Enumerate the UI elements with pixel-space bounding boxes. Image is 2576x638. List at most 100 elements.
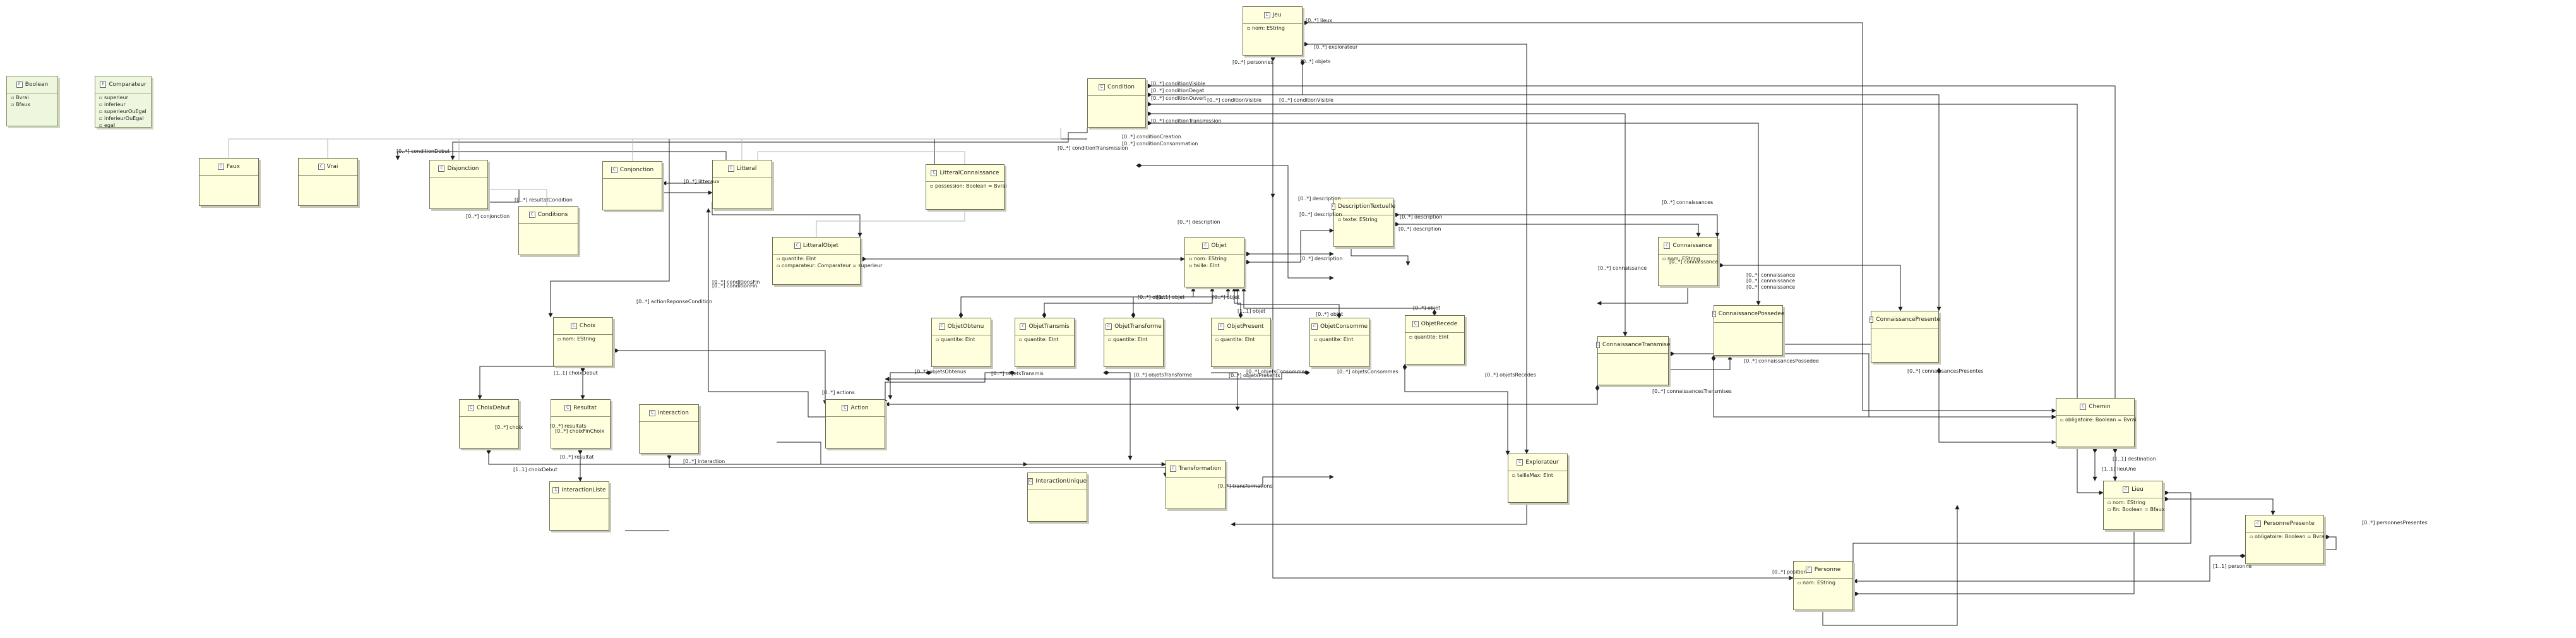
association-edge[interactable] — [1711, 355, 2056, 419]
association-edge[interactable] — [885, 385, 1600, 407]
generalization-edge[interactable] — [228, 128, 1061, 158]
role-label: [0..*] connaissance — [1746, 278, 1796, 284]
class-icon: C — [1712, 311, 1716, 317]
association-edge[interactable] — [395, 151, 727, 161]
association-edge[interactable] — [777, 442, 1028, 467]
association-edge[interactable] — [958, 287, 1196, 318]
association-edge[interactable] — [1103, 370, 1133, 460]
association-edge[interactable] — [1244, 228, 1334, 265]
association-edge[interactable] — [1241, 287, 1437, 316]
class-name: Jeu — [1272, 12, 1282, 18]
generalization-edge[interactable] — [488, 189, 547, 206]
association-edge[interactable] — [1393, 212, 1720, 238]
association-edge[interactable] — [1782, 328, 1901, 347]
association-edge[interactable] — [883, 370, 1015, 405]
association-edge[interactable] — [888, 370, 932, 400]
row-text: obligatoire: Boolean = Bvrai — [2254, 534, 2326, 539]
row-text: taille: EInt — [1193, 263, 1220, 268]
class-icon: C — [2123, 486, 2130, 493]
association-edge[interactable] — [1145, 121, 1761, 306]
association-edge[interactable] — [625, 503, 1527, 531]
generalization-edge[interactable] — [816, 210, 965, 237]
association-edge[interactable] — [706, 208, 825, 418]
association-edge[interactable] — [1597, 286, 1688, 306]
attribute-icon: ▫ — [1215, 337, 1220, 342]
row-text: quantite: EInt — [940, 337, 975, 342]
class-icon: C — [1218, 323, 1225, 330]
role-label: [0..*] conditionVisible — [1279, 97, 1334, 103]
association-edge[interactable] — [1669, 355, 1732, 370]
association-edge[interactable] — [1936, 368, 2056, 445]
association-edge[interactable] — [1225, 474, 1334, 487]
association-edge[interactable] — [612, 348, 828, 405]
association-edge[interactable] — [885, 370, 1310, 382]
role-label: [0..*] description — [1300, 256, 1343, 262]
association-edge[interactable] — [1852, 553, 2246, 584]
association-edge[interactable] — [1042, 287, 1215, 318]
class-name: ConnaissanceTransmise — [1602, 342, 1671, 348]
role-label: [0..*] objetsTransmis — [991, 371, 1044, 376]
class-name: LitteralConnaissance — [939, 170, 999, 176]
association-edge[interactable] — [1717, 263, 1903, 311]
association-edge[interactable] — [1136, 163, 1334, 280]
association-edge[interactable] — [1852, 505, 2137, 596]
association-edge[interactable] — [1393, 222, 1701, 238]
role-label: [0..*] objet — [1413, 305, 1441, 311]
association-edge[interactable] — [1145, 102, 2104, 495]
association-edge[interactable] — [1131, 287, 1231, 318]
enum-literal: ▫ Bvrai — [7, 93, 57, 100]
association-edge[interactable] — [1302, 42, 1529, 454]
association-edge[interactable] — [1351, 247, 1410, 266]
class-name: Conditions — [537, 212, 568, 218]
association-edge[interactable] — [450, 128, 1088, 160]
association-edge[interactable] — [2162, 497, 2275, 515]
association-edge[interactable] — [667, 453, 1168, 478]
association-edge[interactable] — [1145, 92, 1941, 311]
association-edge[interactable] — [477, 364, 583, 400]
class-name: Condition — [1107, 84, 1135, 90]
class-name: DescriptionTextuelle — [1337, 203, 1396, 210]
association-edge[interactable] — [1145, 83, 2118, 481]
row-text: egal — [104, 123, 116, 128]
